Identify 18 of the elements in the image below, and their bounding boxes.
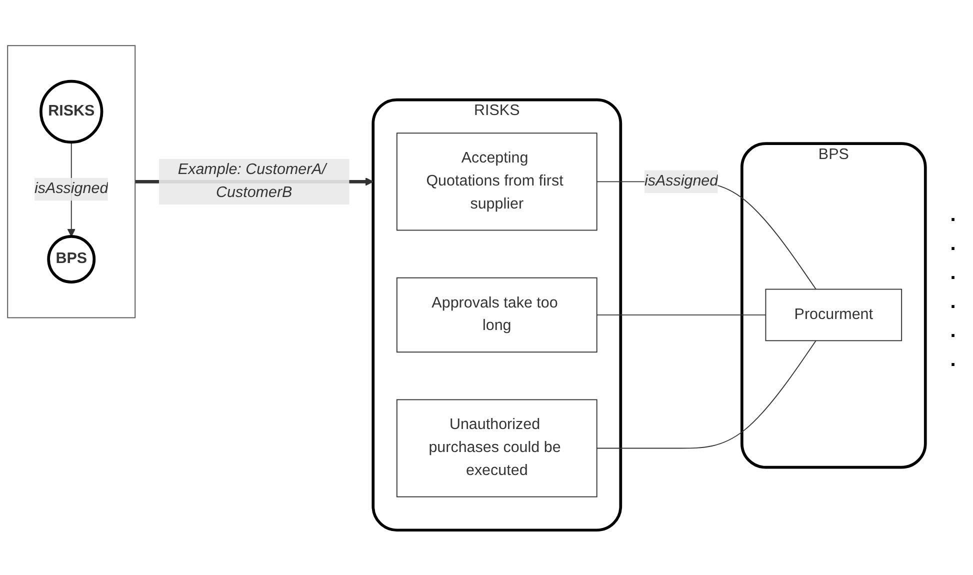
dot-label: . xyxy=(950,290,956,314)
edge-label: isAssigned xyxy=(34,180,108,197)
cluster xyxy=(7,44,136,318)
dot-label: . xyxy=(950,232,956,256)
edge-label: Example: CustomerA/ CustomerB xyxy=(178,161,326,200)
node-box: Approvals take too long xyxy=(396,276,598,352)
dot-label: . xyxy=(950,320,956,342)
node-circle: RISKS xyxy=(40,80,104,144)
connector xyxy=(596,314,766,316)
node-box: Unauthorized purchases could be executed xyxy=(396,398,598,497)
dot-label: . xyxy=(950,348,956,372)
dot-label: . xyxy=(950,262,956,284)
node-box: Procurment xyxy=(765,288,902,341)
edge-label: isAssigned xyxy=(644,172,718,189)
node-box: Accepting Quotations from first supplier xyxy=(396,132,598,230)
dot-label: . xyxy=(950,204,956,226)
node-circle: BPS xyxy=(47,234,96,284)
connector xyxy=(596,340,816,448)
